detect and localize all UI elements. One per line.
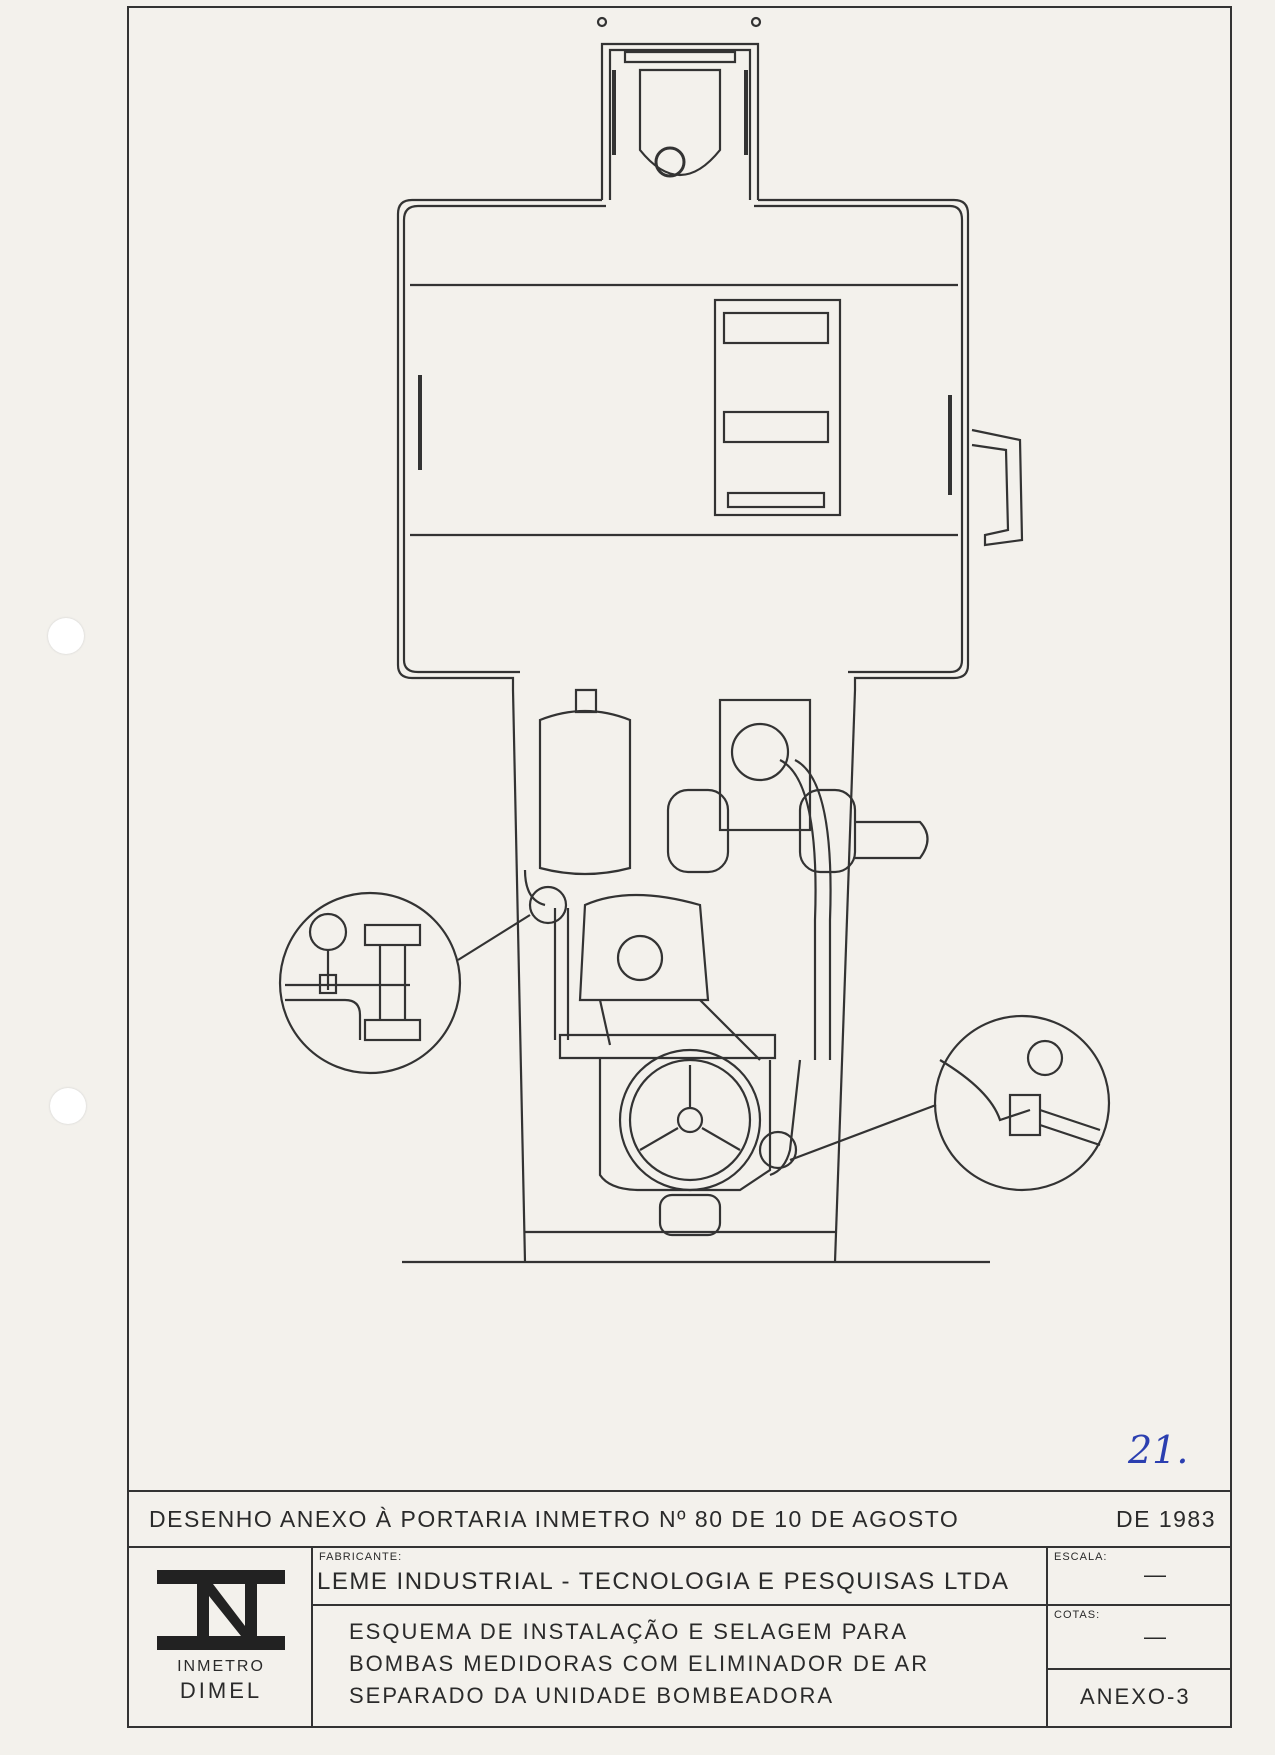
pump-top-sign bbox=[596, 16, 762, 200]
pump-cabinet bbox=[396, 198, 1024, 690]
punch-hole-bottom bbox=[50, 1088, 86, 1124]
drawing-frame bbox=[127, 6, 1232, 1728]
logo-text-dimel: DIMEL bbox=[179, 1678, 263, 1703]
drawing-title-line: BOMBAS MEDIDORAS COM ELIMINADOR DE AR bbox=[349, 1651, 930, 1676]
drawing-title-cell: ESQUEMA DE INSTALAÇÃO E SELAGEM PARA BOM… bbox=[313, 1606, 1048, 1728]
manufacturer-value: LEME INDUSTRIAL - TECNOLOGIA E PESQUISAS… bbox=[317, 1568, 1010, 1595]
drawing-title-line: SEPARADO DA UNIDADE BOMBEADORA bbox=[349, 1683, 835, 1708]
title-block: DESENHO ANEXO À PORTARIA INMETRO Nº 80 D… bbox=[129, 1490, 1230, 1728]
logo-cell: INMETRO DIMEL bbox=[129, 1548, 313, 1728]
title-block-header: DESENHO ANEXO À PORTARIA INMETRO Nº 80 D… bbox=[129, 1492, 1230, 1548]
dimensions-cell: COTAS: — bbox=[1048, 1606, 1230, 1670]
drawing-title-line: ESQUEMA DE INSTALAÇÃO E SELAGEM PARA bbox=[349, 1619, 908, 1644]
manufacturer-label: FABRICANTE: bbox=[319, 1551, 403, 1563]
handwritten-annotation: 21. bbox=[1128, 1428, 1189, 1472]
annex-cell: ANEXO-3 bbox=[1048, 1670, 1230, 1728]
scale-cell: ESCALA: — bbox=[1048, 1548, 1230, 1606]
manufacturer-cell: FABRICANTE: LEME INDUSTRIAL - TECNOLOGIA… bbox=[313, 1548, 1048, 1606]
portaria-year: DE 1983 bbox=[1115, 1505, 1216, 1532]
annex-number: ANEXO-3 bbox=[1080, 1684, 1191, 1709]
detail-circle-left bbox=[278, 885, 568, 1075]
punch-hole-top bbox=[48, 618, 84, 654]
portaria-reference: DESENHO ANEXO À PORTARIA INMETRO Nº 80 D… bbox=[149, 1505, 960, 1532]
dimensions-value: — bbox=[1144, 1624, 1168, 1649]
scale-label: ESCALA: bbox=[1054, 1551, 1108, 1563]
scale-value: — bbox=[1144, 1562, 1168, 1587]
inmetro-logo-icon bbox=[157, 1570, 285, 1650]
pump-lower-column bbox=[402, 688, 990, 1264]
detail-circle-right bbox=[758, 1014, 1111, 1192]
logo-text-inmetro: INMETRO bbox=[177, 1658, 265, 1675]
dimensions-label: COTAS: bbox=[1054, 1609, 1101, 1621]
